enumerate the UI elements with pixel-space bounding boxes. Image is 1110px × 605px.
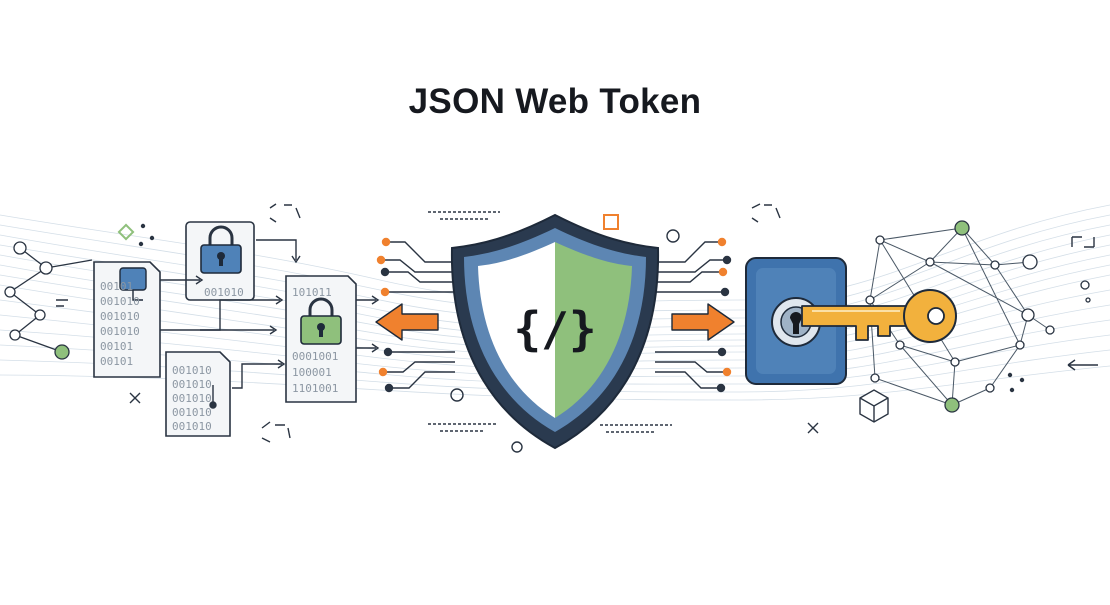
padlock-icon bbox=[300, 297, 342, 345]
bits-line: 001010 bbox=[172, 392, 212, 405]
bits-line: 001010 bbox=[100, 295, 140, 308]
decor-marks bbox=[56, 203, 1098, 453]
bits-line: 1101001 bbox=[292, 382, 338, 395]
key-icon bbox=[801, 289, 957, 343]
bits-line: 001010 bbox=[100, 310, 140, 323]
document-left-top: 00101 001010 001010 001010 00101 00101 bbox=[93, 261, 161, 378]
bits-line: 001010 bbox=[172, 406, 212, 419]
bits-line: 001010 bbox=[172, 378, 212, 391]
padlock-icon bbox=[200, 225, 242, 274]
left-network bbox=[4, 241, 93, 360]
bits-line: 001010 bbox=[172, 420, 212, 433]
arrow-right-icon bbox=[671, 303, 735, 341]
cube-icon bbox=[859, 389, 889, 423]
bits-line: 00101 bbox=[100, 280, 133, 293]
bits-line: 001010 bbox=[100, 325, 140, 338]
shield-icon: {/} bbox=[450, 213, 660, 450]
bits-line: 001010 bbox=[172, 364, 212, 377]
svg-text:001010: 001010 bbox=[204, 286, 244, 299]
lock-card-right: 101011 0001001 100001 1101001 bbox=[285, 275, 357, 403]
circuit-left bbox=[376, 237, 455, 393]
circuit-right bbox=[655, 237, 732, 393]
document-left-bottom: 001010 001010 001010 001010 001010 bbox=[165, 351, 231, 437]
bits-line: 00101 bbox=[100, 340, 133, 353]
page-title: JSON Web Token bbox=[408, 82, 702, 121]
bits-line: 0001001 bbox=[292, 350, 338, 363]
left-connectors bbox=[160, 239, 380, 409]
bits-line: 00101 bbox=[100, 355, 133, 368]
bits-line: 101011 bbox=[292, 286, 332, 299]
arrow-left-icon bbox=[375, 303, 439, 341]
lock-card-top: 001010 bbox=[185, 221, 255, 301]
bits-line: 100001 bbox=[292, 366, 332, 379]
dash-lines bbox=[428, 211, 672, 433]
keyhole-icon bbox=[745, 257, 847, 385]
code-icon: {/} bbox=[513, 302, 596, 356]
